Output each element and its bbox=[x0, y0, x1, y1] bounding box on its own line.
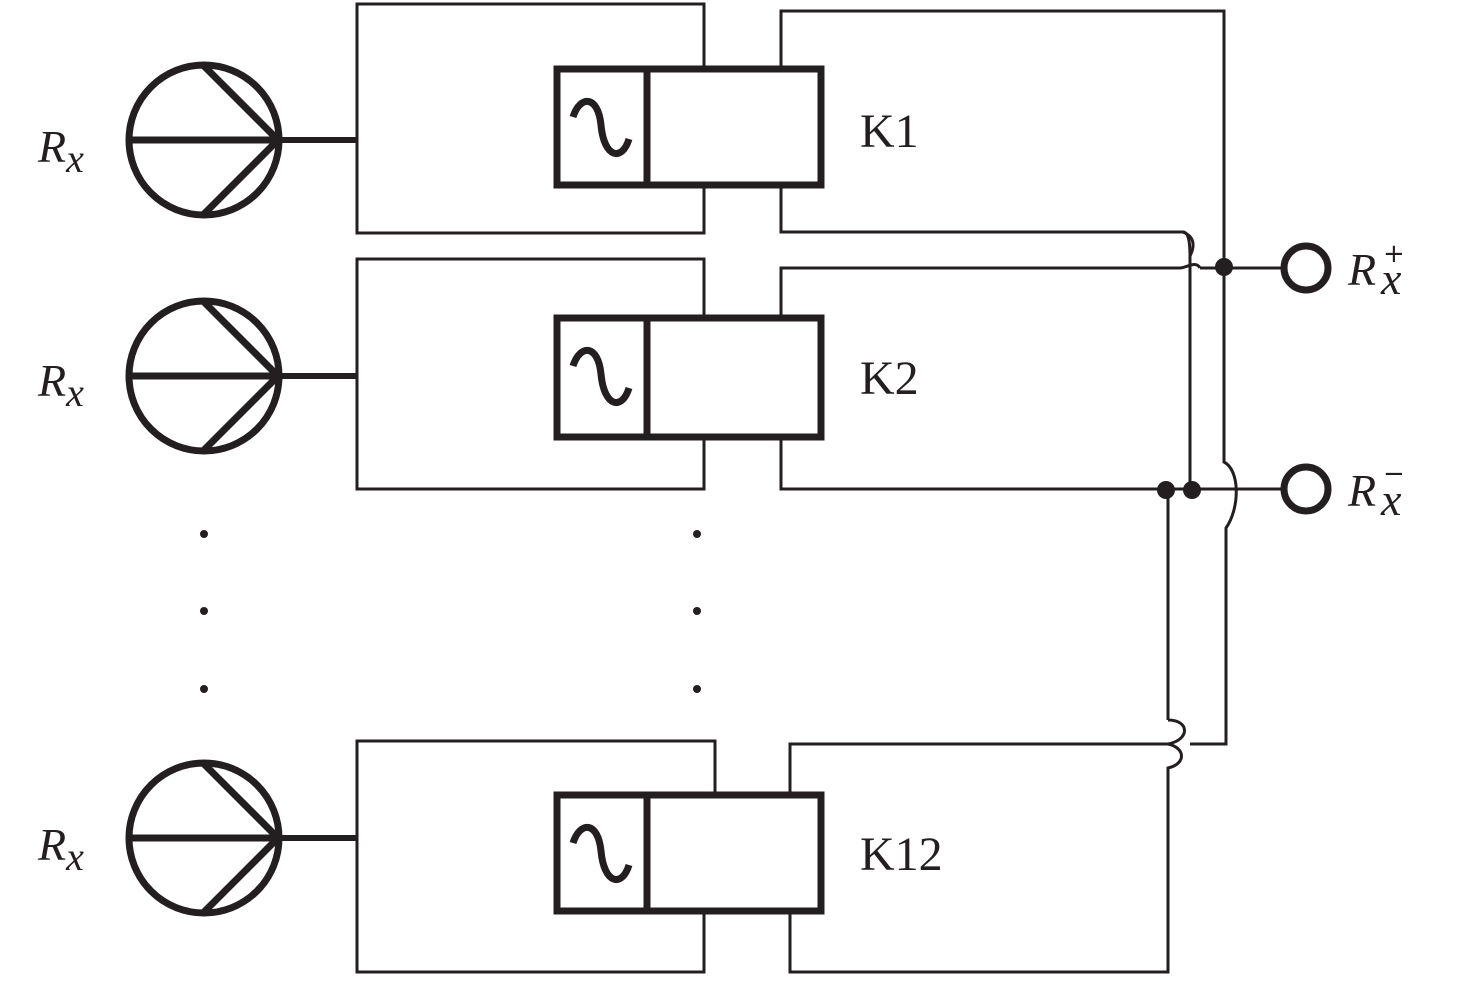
output-return-2 bbox=[779, 438, 1282, 491]
ac-sine-icon bbox=[569, 97, 633, 157]
relay-k2 bbox=[553, 314, 825, 441]
output-loop-2 bbox=[779, 266, 1180, 318]
relay-k1 bbox=[553, 65, 825, 189]
hop-1 bbox=[1182, 230, 1195, 257]
terminal-plus[interactable]: R + x bbox=[1280, 239, 1405, 304]
relay-label-2: K2 bbox=[860, 352, 919, 405]
hop-2 bbox=[1179, 262, 1202, 270]
input-loop-1 bbox=[355, 2, 706, 235]
input-loop-12 bbox=[355, 739, 717, 974]
sensor-circle-icon bbox=[125, 61, 283, 219]
terminal-plus-sub: x bbox=[1380, 253, 1402, 304]
channel-2: Rx K2 bbox=[37, 257, 1282, 491]
plus-bus bbox=[1190, 266, 1238, 746]
terminal-minus[interactable]: R − x bbox=[1280, 459, 1405, 525]
sensor-circle-icon bbox=[125, 297, 283, 455]
junction-dot-icon bbox=[1183, 481, 1201, 499]
ac-sine-icon bbox=[569, 823, 633, 883]
output-return-1 bbox=[779, 186, 1192, 489]
terminal-circle-icon[interactable] bbox=[1280, 463, 1332, 515]
sensor-label-12: Rx bbox=[37, 819, 84, 879]
continuation-dots-icon bbox=[200, 530, 701, 693]
sensor-circle-icon bbox=[125, 759, 283, 917]
terminal-minus-sign: − bbox=[1383, 459, 1405, 489]
relay-label-12: K12 bbox=[860, 828, 943, 881]
terminal-minus-label: R bbox=[1347, 465, 1376, 516]
junction-dot-icon bbox=[1215, 258, 1233, 276]
hop-12 bbox=[1167, 718, 1186, 746]
junction-dot-icon bbox=[1157, 481, 1175, 499]
sensor-label-1: Rx bbox=[37, 121, 84, 181]
terminal-circle-icon[interactable] bbox=[1280, 242, 1332, 294]
output-return-12 bbox=[788, 742, 1183, 974]
ac-sine-icon bbox=[569, 346, 633, 406]
output-loop-1 bbox=[779, 9, 1226, 266]
terminal-plus-sign: + bbox=[1383, 239, 1405, 269]
terminal-plus-label: R bbox=[1347, 244, 1376, 295]
relay-label-1: K1 bbox=[860, 105, 919, 158]
input-loop-2 bbox=[355, 257, 706, 491]
sensor-label-2: Rx bbox=[37, 355, 84, 415]
terminal-minus-sub: x bbox=[1380, 474, 1402, 525]
channel-12: Rx K12 bbox=[37, 489, 1186, 974]
channel-1: Rx K1 bbox=[37, 2, 1226, 489]
output-loop-12 bbox=[788, 742, 1168, 795]
relay-k12 bbox=[553, 791, 825, 915]
